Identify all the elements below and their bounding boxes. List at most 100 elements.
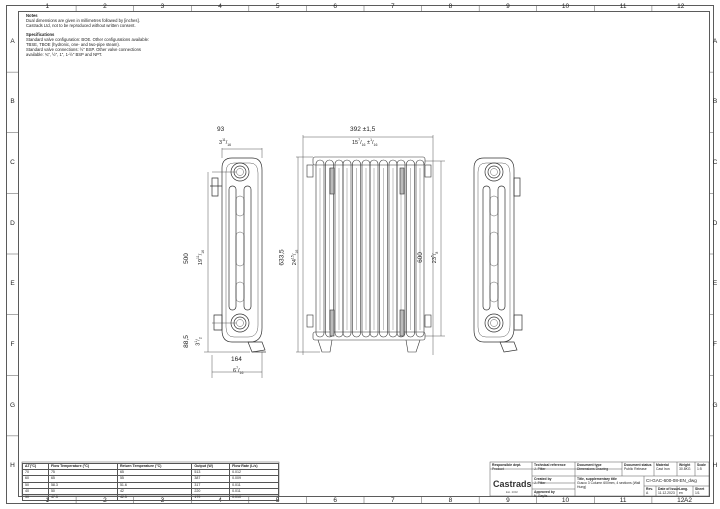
grid-column-label: 8 <box>448 497 453 504</box>
table-cell: 65 <box>116 469 193 477</box>
spec-line-1: Standard valve configuration: BOE. Other… <box>26 37 150 42</box>
dim-axis-height-in: 1911/16 <box>196 249 206 266</box>
grid-column-label: 5 <box>275 3 280 10</box>
grid-column-label: 12 <box>677 3 685 10</box>
grid-column-label: 9 <box>506 3 510 10</box>
grid-row-label: A <box>712 37 718 45</box>
grid-column-label: 1 <box>45 3 50 10</box>
dim-front-width: 392 ±1,5 <box>350 126 376 133</box>
side-view-right <box>473 157 523 353</box>
dim-depth: 164 <box>231 356 242 363</box>
grid-column-label: 10 <box>561 497 570 504</box>
tb-responsible: Responsible dept.Product <box>492 463 522 471</box>
spec-line-2: TBSE, TBOE (hydronic, one- and two-pipe … <box>26 42 120 47</box>
grid-row-label: F <box>10 340 15 348</box>
dim-side-width-in: 311/16 <box>219 138 232 147</box>
grid-row-label: E <box>10 280 15 288</box>
table-header: Return Temperature (°C) <box>116 462 193 471</box>
notes-line-1: Dual dimensions are given in millimetres… <box>26 18 140 23</box>
table-cell: 0.011 <box>229 487 279 496</box>
brand-subtitle: Est. 2002 <box>506 490 518 494</box>
spec-line-3: Standard valve connections: ½" BSP. Othe… <box>26 47 142 52</box>
grid-column-label: 9 <box>506 497 510 504</box>
drawing-number: CI-GAC-600-08-EN_dwg <box>646 478 697 483</box>
dim-axis-height: 500 <box>182 253 190 264</box>
grid-row-label: H <box>712 462 718 470</box>
grid-row-label: D <box>10 219 15 227</box>
grid-row-label: C <box>10 159 15 167</box>
grid-column-label: 7 <box>390 497 395 504</box>
grid-row-label: B <box>10 98 15 106</box>
table-header: Flow Rate (L/s) <box>229 462 279 471</box>
dim-foot-in: 31/2 <box>193 337 203 346</box>
table-cell: 0.011 <box>229 481 279 489</box>
grid-row-label: A <box>10 37 15 45</box>
grid-row-label: C <box>712 159 718 167</box>
grid-column-label: 12 <box>677 497 685 504</box>
grid-row-label: H <box>10 462 15 470</box>
grid-column-label: 4 <box>218 3 222 10</box>
dim-foot: 88,5 <box>182 335 190 348</box>
notes-line-2: Castrads Ltd, not to be reproduced witho… <box>26 23 136 28</box>
grid-row-label: E <box>712 280 718 288</box>
front-view <box>306 156 432 353</box>
heat-output-table: ΔT(°C) Flow Temperature (°C) Return Temp… <box>22 462 279 502</box>
grid-row-label: D <box>712 219 718 227</box>
grid-row-label: F <box>713 340 717 348</box>
grid-column-label: 7 <box>390 3 395 10</box>
grid-column-label: 6 <box>333 3 338 10</box>
table-cell: 42 <box>116 487 193 496</box>
table-header-row: ΔT(°C) Flow Temperature (°C) Return Temp… <box>22 462 279 471</box>
dim-overall-height-in: 2415/16 <box>290 249 300 266</box>
tb-lang: Lang.en <box>679 487 689 495</box>
table-cell: 30 <box>22 493 49 502</box>
tb-rev: Rev.A <box>646 487 653 495</box>
brand-logo: Castrads <box>493 479 532 489</box>
table-cell: 179 <box>191 493 231 502</box>
dim-front-width-in: 157/16 ±1/16 <box>352 138 378 147</box>
dim-height-600: 600 <box>416 252 424 263</box>
spec-line-4: available: ¾", ½", 1", 1-½" BSP and NPT. <box>26 52 103 57</box>
grid-column-label: 3 <box>160 3 165 10</box>
grid-column-label: 2 <box>103 3 107 10</box>
dim-side-width: 93 <box>217 126 225 133</box>
side-view-left <box>210 157 266 353</box>
grid-column-label: 11 <box>619 497 627 504</box>
table-cell: 0.010 <box>229 493 279 502</box>
dim-height-600-in: 235/8 <box>430 251 440 264</box>
dim-overall-height: 633,5 <box>278 249 286 266</box>
grid-row-label: G <box>9 401 16 409</box>
table-cell: 55 <box>116 475 193 483</box>
notes-block: Notes Dual dimensions are given in milli… <box>26 13 166 57</box>
paper-size: A2 <box>684 497 692 504</box>
notes-title: Notes <box>26 13 38 18</box>
table-cell: 0.009 <box>229 475 279 483</box>
grid-column-label: 8 <box>448 3 453 10</box>
spec-title: Specifications <box>26 32 55 37</box>
grid-column-label: 11 <box>619 3 627 10</box>
grid-row-label: B <box>712 98 718 106</box>
table-cell: 42.5 <box>116 493 193 502</box>
table-cell: 47.5 <box>47 493 118 502</box>
grid-column-label: 10 <box>561 3 570 10</box>
dim-depth-in: 67/16 <box>233 366 244 375</box>
grid-column-label: 6 <box>333 497 338 504</box>
table-cell: 51.6 <box>116 481 193 489</box>
